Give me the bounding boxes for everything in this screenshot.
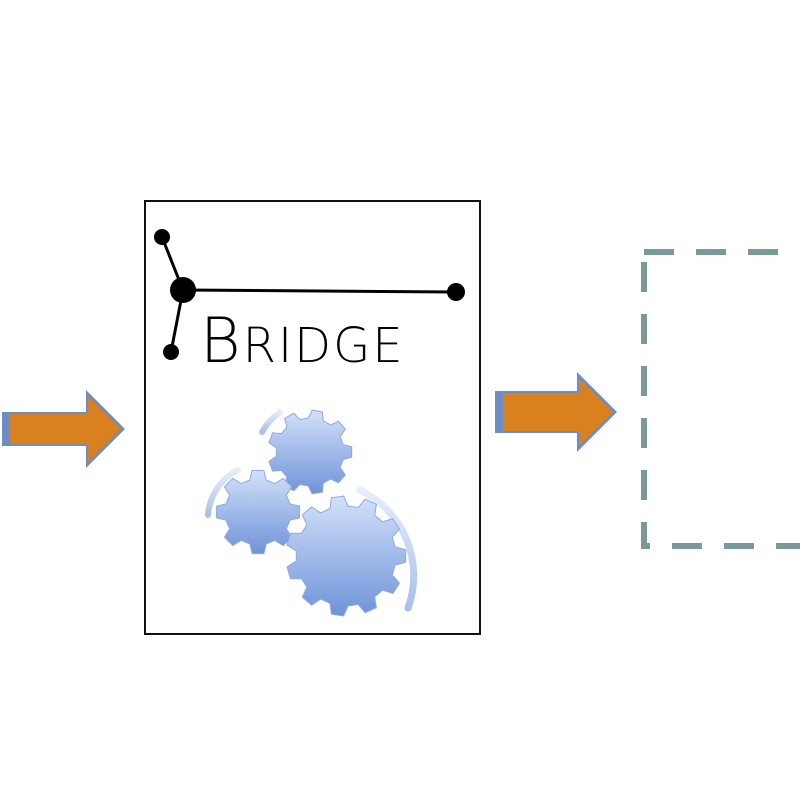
output-arrow-icon [495, 372, 617, 452]
gear-big [286, 495, 407, 617]
gear-left-shape [215, 469, 301, 555]
rotation-arc-top [259, 409, 283, 435]
logo-text: BRIDGE [200, 304, 405, 377]
logo-first-letter: B [200, 304, 243, 377]
gears-icon [205, 409, 418, 617]
dashed-output-box [641, 249, 800, 549]
graph-nodes-icon [154, 229, 465, 360]
input-arrow-icon [2, 390, 125, 468]
logo-rest-letters: RIDGE [243, 318, 405, 374]
rotation-arc-right [356, 486, 418, 612]
gear-big-shape [286, 495, 407, 617]
rotation-arc-left [205, 467, 241, 518]
gear-left [215, 469, 301, 555]
gear-top [268, 409, 353, 495]
gear-top-shape [268, 409, 353, 495]
